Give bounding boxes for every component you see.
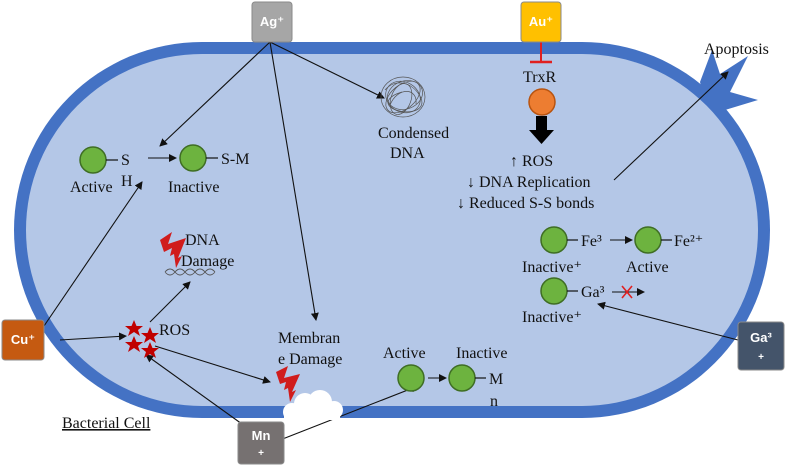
- sh-h-label: H: [121, 173, 133, 190]
- membrane-damage-lightning-icon: [276, 366, 300, 402]
- enzyme-fe3: [540, 226, 568, 254]
- condensed-dna-label-2: DNA: [390, 145, 425, 162]
- ros-stars-icon: [125, 320, 159, 358]
- enzyme-mn-inactive: [448, 364, 476, 392]
- ros-effect-1: ↑ ROS: [510, 153, 553, 170]
- cu-ion-label: Cu⁺: [11, 332, 35, 347]
- blocked-cross-icon: [621, 285, 633, 299]
- arrow-ag-sh: [159, 41, 271, 147]
- condensed-dna-icon: [380, 76, 426, 118]
- dna-damage-lightning-icon: [160, 232, 186, 268]
- mn-ion-box: Mn +: [237, 421, 285, 465]
- mn-ion-label: Mn: [252, 428, 271, 443]
- membrane-damage-label-1: Membran: [278, 330, 340, 347]
- arrow-ga-enzyme: [597, 301, 739, 341]
- dna-damage-label-1: DNA: [185, 232, 220, 249]
- sm-label: S-M: [221, 151, 249, 168]
- arrow-ag-membrane: [269, 41, 319, 321]
- ros-effect-2: ↓ DNA Replication: [467, 174, 591, 191]
- dna-damage-label-2: Damage: [181, 253, 234, 270]
- active-fe-label: Active: [626, 259, 669, 276]
- condensed-dna-label-1: Condensed: [378, 125, 449, 142]
- arrow-ros-dna-damage: [149, 281, 191, 323]
- fe2-label: Fe²⁺: [674, 233, 703, 250]
- dna-helix-icon: [164, 268, 216, 276]
- mn-m-label: M: [489, 371, 503, 388]
- enzyme-fe2: [634, 226, 662, 254]
- au-ion-rect: [520, 1, 562, 43]
- arrow-effects-apoptosis: [613, 71, 729, 181]
- inactive-plus-label-1: Inactive⁺: [522, 259, 582, 276]
- active-label-1: Active: [70, 179, 113, 196]
- arrow-mn-enzyme: [279, 384, 419, 441]
- arrow-cu-ros: [59, 332, 127, 341]
- enzyme-ga3: [540, 277, 568, 305]
- enzyme-mn-active: [397, 364, 425, 392]
- au-ion-box: Au⁺: [520, 1, 562, 43]
- ga-ion-rect: [737, 321, 785, 371]
- mn-ion-rect: [237, 421, 285, 465]
- sh-s-label: S: [121, 152, 130, 169]
- ga-ion-charge: +: [758, 352, 764, 363]
- ga-ion-label: Ga³: [750, 330, 772, 345]
- apoptosis-spikes: [700, 50, 758, 110]
- apoptosis-label: Apoptosis: [704, 41, 769, 58]
- ga-ion-box: Ga³ +: [737, 321, 785, 371]
- trxr-thick-arrow-shaft: [536, 116, 547, 132]
- trxr-thick-arrow-head: [529, 130, 554, 144]
- enzyme-active-sh: [79, 146, 107, 174]
- mn-ion-charge: +: [258, 448, 264, 459]
- ros-effect-3: ↓ Reduced S-S bonds: [457, 195, 594, 212]
- ag-ion-box: Ag⁺: [251, 1, 293, 43]
- cu-ion-rect: [1, 319, 45, 361]
- arrow-ag-dna: [269, 41, 385, 99]
- mn-n-label: n: [490, 393, 498, 410]
- membrane-damage-label-2: e Damage: [278, 351, 342, 368]
- trxr-label: TrxR: [523, 69, 557, 86]
- cu-ion-box: Cu⁺: [1, 319, 45, 361]
- mn-inactive-label: Inactive: [456, 345, 508, 362]
- enzyme-inactive-sm: [179, 144, 207, 172]
- membrane-cloud-icon: [283, 390, 343, 421]
- ag-ion-rect: [251, 1, 293, 43]
- au-ion-label: Au⁺: [529, 14, 553, 29]
- bacterial-cell-caption: Bacterial Cell: [62, 415, 151, 432]
- mn-active-label: Active: [383, 345, 426, 362]
- ga3-label: Ga³: [581, 284, 605, 301]
- arrow-cu-sh: [43, 181, 143, 327]
- inactive-plus-label-2: Inactive⁺: [522, 309, 582, 326]
- cell-cytoplasm: [26, 54, 758, 406]
- arrow-mn-ros: [145, 354, 243, 425]
- ag-ion-label: Ag⁺: [260, 14, 284, 29]
- arrow-ros-membrane: [154, 345, 271, 384]
- ros-label: ROS: [159, 322, 190, 339]
- fe3-label: Fe³: [581, 233, 602, 250]
- inactive-label-1: Inactive: [168, 179, 220, 196]
- trxr-node: [528, 88, 556, 116]
